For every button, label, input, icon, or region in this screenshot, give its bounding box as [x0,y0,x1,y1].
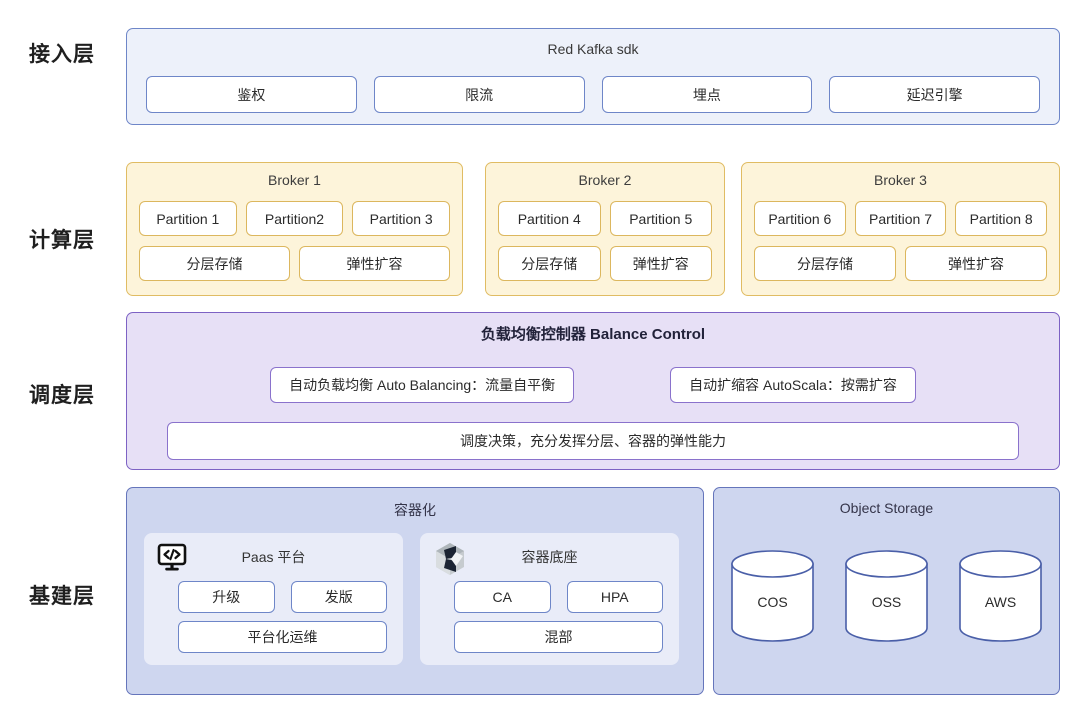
container-base-card-rows: CA HPA 混部 [454,581,663,661]
access-chip-delay-engine[interactable]: 延迟引擎 [829,76,1040,113]
schedule-chip-auto-balancing[interactable]: 自动负载均衡 Auto Balancing：流量自平衡 [270,367,575,403]
paas-card-rows: 升级 发版 平台化运维 [178,581,387,661]
object-storage-cylinder-row: COS OSS AWS [714,550,1059,642]
schedule-decision-bar[interactable]: 调度决策，充分发挥分层、容器的弹性能力 [167,422,1019,460]
schedule-layer-title: 负载均衡控制器 Balance Control [480,326,706,343]
paas-card-header: Paas 平台 [144,533,403,579]
container-cube-icon [432,541,464,575]
storage-label-cos: COS [757,594,788,610]
paas-card-title: Paas 平台 [241,549,306,565]
container-base-card-header: 容器底座 [420,533,679,579]
container-base-row-2: 混部 [454,621,663,653]
container-chip-ca[interactable]: CA [454,581,551,613]
partition-chip[interactable]: Partition2 [245,201,344,236]
access-chip-tracking[interactable]: 埋点 [601,76,813,113]
broker-2-partition-row: Partition 4 Partition 5 [498,201,712,236]
paas-chip-platform-ops[interactable]: 平台化运维 [178,621,387,653]
broker-1-partition-row: Partition 1 Partition2 Partition 3 [139,201,451,236]
schedule-chip-auto-scaling[interactable]: 自动扩缩容 AutoScala：按需扩容 [670,367,916,403]
feature-chip-elastic-scaling[interactable]: 弹性扩容 [905,246,1047,281]
code-monitor-icon [156,541,188,573]
broker-3-partition-row: Partition 6 Partition 7 Partition 8 [754,201,1048,236]
paas-row-1: 升级 发版 [178,581,387,613]
containerization-panel: 容器化 Paas 平台 升级 发版 [126,487,704,695]
partition-chip[interactable]: Partition 7 [854,201,947,236]
container-chip-hpa[interactable]: HPA [566,581,663,613]
access-layer-panel: Red Kafka sdk 鉴权 限流 埋点 延迟引擎 [126,28,1060,125]
broker-card-2: Broker 2 Partition 4 Partition 5 分层存储 弹性… [485,162,725,296]
access-chip-ratelimit[interactable]: 限流 [373,76,585,113]
partition-chip[interactable]: Partition 6 [754,201,846,236]
container-chip-colocation[interactable]: 混部 [454,621,663,653]
feature-chip-tiered-storage[interactable]: 分层存储 [498,246,601,281]
storage-cylinder-cos[interactable]: COS [729,550,816,642]
feature-chip-tiered-storage[interactable]: 分层存储 [139,246,290,281]
access-chip-auth[interactable]: 鉴权 [146,76,357,113]
partition-chip[interactable]: Partition 5 [609,201,712,236]
broker-card-3: Broker 3 Partition 6 Partition 7 Partiti… [741,162,1060,296]
object-storage-title: Object Storage [839,500,934,516]
row-label-schedule: 调度层 [29,384,95,407]
schedule-layer-panel: 负载均衡控制器 Balance Control 自动负载均衡 Auto Bala… [126,312,1060,470]
storage-label-oss: OSS [871,594,902,610]
access-chip-row: 鉴权 限流 埋点 延迟引擎 [146,76,1040,113]
broker-2-feature-row: 分层存储 弹性扩容 [498,246,712,281]
access-layer-title: Red Kafka sdk [547,41,639,57]
broker-card-1: Broker 1 Partition 1 Partition2 Partitio… [126,162,463,296]
broker-title-3: Broker 3 [874,172,927,188]
broker-1-feature-row: 分层存储 弹性扩容 [139,246,450,281]
feature-chip-elastic-scaling[interactable]: 弹性扩容 [609,246,712,281]
storage-cylinder-aws[interactable]: AWS [957,550,1044,642]
paas-row-2: 平台化运维 [178,621,387,653]
partition-chip[interactable]: Partition 3 [352,201,451,236]
broker-3-feature-row: 分层存储 弹性扩容 [754,246,1047,281]
broker-title-2: Broker 2 [578,172,632,188]
storage-cylinder-oss[interactable]: OSS [843,550,930,642]
partition-chip[interactable]: Partition 1 [139,201,237,236]
object-storage-panel: Object Storage COS OSS [713,487,1060,695]
feature-chip-elastic-scaling[interactable]: 弹性扩容 [299,246,450,281]
feature-chip-tiered-storage[interactable]: 分层存储 [754,246,896,281]
paas-platform-card: Paas 平台 升级 发版 平台化运维 [144,533,403,665]
containerization-title: 容器化 [394,502,436,518]
container-base-row-1: CA HPA [454,581,663,613]
broker-title-1: Broker 1 [268,172,321,188]
partition-chip[interactable]: Partition 4 [498,201,601,236]
partition-chip[interactable]: Partition 8 [955,201,1048,236]
storage-label-aws: AWS [984,594,1017,610]
paas-chip-release[interactable]: 发版 [290,581,387,613]
row-label-access: 接入层 [29,43,95,66]
container-base-card: 容器底座 CA HPA 混部 [420,533,679,665]
row-label-infra: 基建层 [29,585,95,608]
schedule-chip-row: 自动负载均衡 Auto Balancing：流量自平衡 自动扩缩容 AutoSc… [127,367,1059,403]
paas-chip-upgrade[interactable]: 升级 [178,581,275,613]
row-label-compute: 计算层 [29,229,95,252]
container-base-card-title: 容器底座 [521,549,578,565]
